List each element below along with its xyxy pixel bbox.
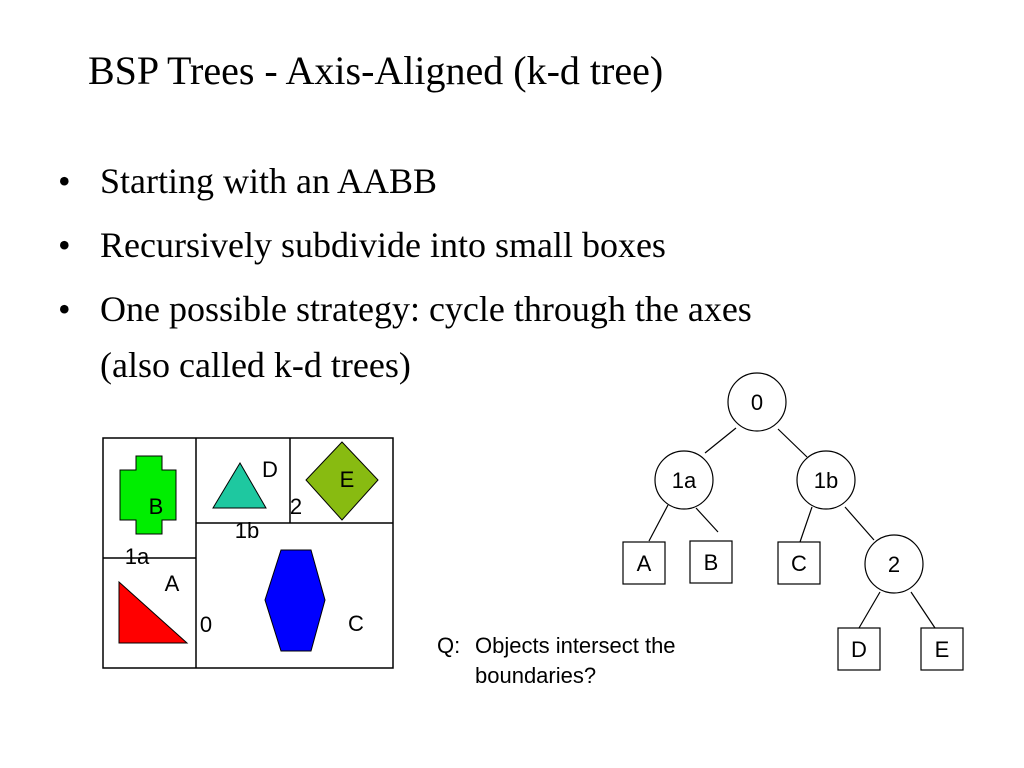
bullet-marker: • [58,225,71,265]
tree-edge [704,427,737,454]
object-a-label: A [165,571,180,596]
bullet-text: Recursively subdivide into small boxes [100,225,666,265]
tree-leaf-label: A [637,551,652,576]
tree-node-label: 1b [814,468,838,493]
bullet-marker: • [58,161,71,201]
bullet-text: Starting with an AABB [100,161,438,201]
bullet-marker: • [58,289,71,329]
tree-edge [695,507,719,533]
tree-node-label: 1a [672,468,697,493]
bullet-text: One possible strategy: cycle through the… [100,289,752,329]
split-label-2: 2 [290,494,302,519]
tree-node-0 [727,372,787,432]
tree-leaf-label: C [791,551,807,576]
split-label-0: 0 [200,612,212,637]
aabb-box [102,437,394,669]
object-e-label: E [340,467,355,492]
bsp-tree: 0 1a 1b 2 A B C D E [622,372,964,671]
tree-edge [844,506,875,541]
object-c-label: C [348,611,364,636]
object-e-shape [305,441,379,521]
object-a-shape [118,580,189,644]
aabb-subdivision: B D E A C 2 1b 1a 0 [102,437,394,669]
object-c-shape [264,549,326,652]
tree-edge [648,504,669,542]
tree-leaf-c [777,541,821,585]
question-text: Objects intersect the [475,633,676,658]
question-prefix: Q: [437,633,461,658]
tree-node-label: 2 [888,552,900,577]
tree-leaf-d [837,627,881,671]
object-b-label: B [149,494,164,519]
tree-leaf-e [920,627,964,671]
object-d-shape [212,462,267,509]
slide-title: BSP Trees - Axis-Aligned (k-d tree) [88,48,664,93]
split-label-1a: 1a [125,544,150,569]
tree-node-1a [654,450,714,510]
tree-leaf-label: D [851,637,867,662]
tree-node-2 [864,534,924,594]
tree-node-label: 0 [751,390,763,415]
split-label-1b: 1b [235,518,259,543]
question-text-continued: boundaries? [475,663,597,688]
tree-edge [858,591,881,629]
tree-leaf-a [622,541,666,585]
bullet-text-continued: (also called k-d trees) [100,345,411,385]
object-d-label: D [262,457,278,482]
object-b-shape [119,455,177,535]
tree-edge [777,428,808,458]
tree-edge [910,591,936,629]
tree-leaf-b [689,540,733,584]
tree-leaf-label: B [704,550,719,575]
tree-leaf-label: E [935,637,950,662]
tree-node-1b [796,450,856,510]
tree-edge [799,506,813,543]
